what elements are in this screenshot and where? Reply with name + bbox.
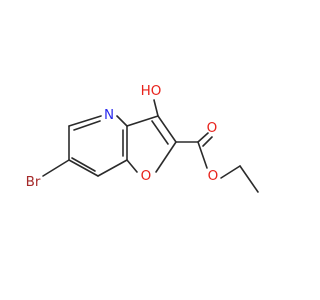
molecule-structure: HO N O O O Br <box>26 83 259 193</box>
furan-oxygen-label: O <box>141 168 152 184</box>
bond-c3a-c3 <box>126 115 159 127</box>
bond-c6-br <box>42 159 70 177</box>
bond-c7-c6 <box>68 159 99 177</box>
bond-c5-n <box>68 115 102 127</box>
bond-ch2-ch3 <box>239 165 259 193</box>
bond-c2-o1 <box>155 141 177 173</box>
ester-oxygen-label: O <box>208 168 219 184</box>
bond-c3-oh <box>153 99 159 117</box>
bonds <box>42 99 259 193</box>
structure-canvas: HO N O O O Br <box>25 83 259 193</box>
bromine-label: Br <box>26 174 41 190</box>
bond-carbonyl-o <box>197 132 209 143</box>
bond-c7-c6-inner <box>71 157 96 172</box>
bond-oester-ch2 <box>220 165 241 179</box>
bond-c7a-o1 <box>126 159 138 173</box>
bond-carbonyl-o-double <box>202 136 213 147</box>
bond-c7a-c7 <box>97 159 128 177</box>
hydroxyl-label: HO <box>141 83 162 99</box>
bond-n-c3a <box>116 115 128 127</box>
carbonyl-oxygen-label: O <box>207 120 218 136</box>
bond-c3-c2 <box>157 115 177 143</box>
bond-ccarbonyl-oester <box>197 141 208 169</box>
bond-c5-n-inner <box>73 120 101 131</box>
bond-c3-c2-inner <box>151 120 169 145</box>
ring-nitrogen-label: N <box>104 107 114 123</box>
